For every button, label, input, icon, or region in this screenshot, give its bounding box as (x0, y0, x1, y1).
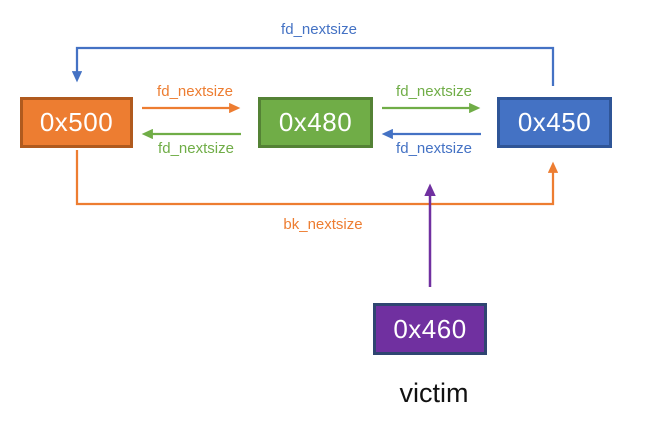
victim-caption: victim (399, 378, 469, 408)
edge-fd-top-arrow (71, 46, 555, 86)
edge-label-fd-480-500: fd_nextsize (158, 140, 234, 157)
node-0x480: 0x480 (258, 97, 373, 148)
edge-label-fd-450-480: fd_nextsize (396, 140, 472, 157)
node-0x460-victim: 0x460 (373, 303, 487, 355)
edge-bk-bottom-arrow (75, 150, 559, 206)
edge-label-fd-top: fd_nextsize (281, 21, 357, 38)
edge-label-fd-480-450: fd_nextsize (396, 83, 472, 100)
node-0x450: 0x450 (497, 97, 612, 148)
edge-label-fd-500-480: fd_nextsize (157, 83, 233, 100)
node-0x500: 0x500 (20, 97, 133, 148)
edge-label-bk-bottom: bk_nextsize (283, 216, 363, 233)
